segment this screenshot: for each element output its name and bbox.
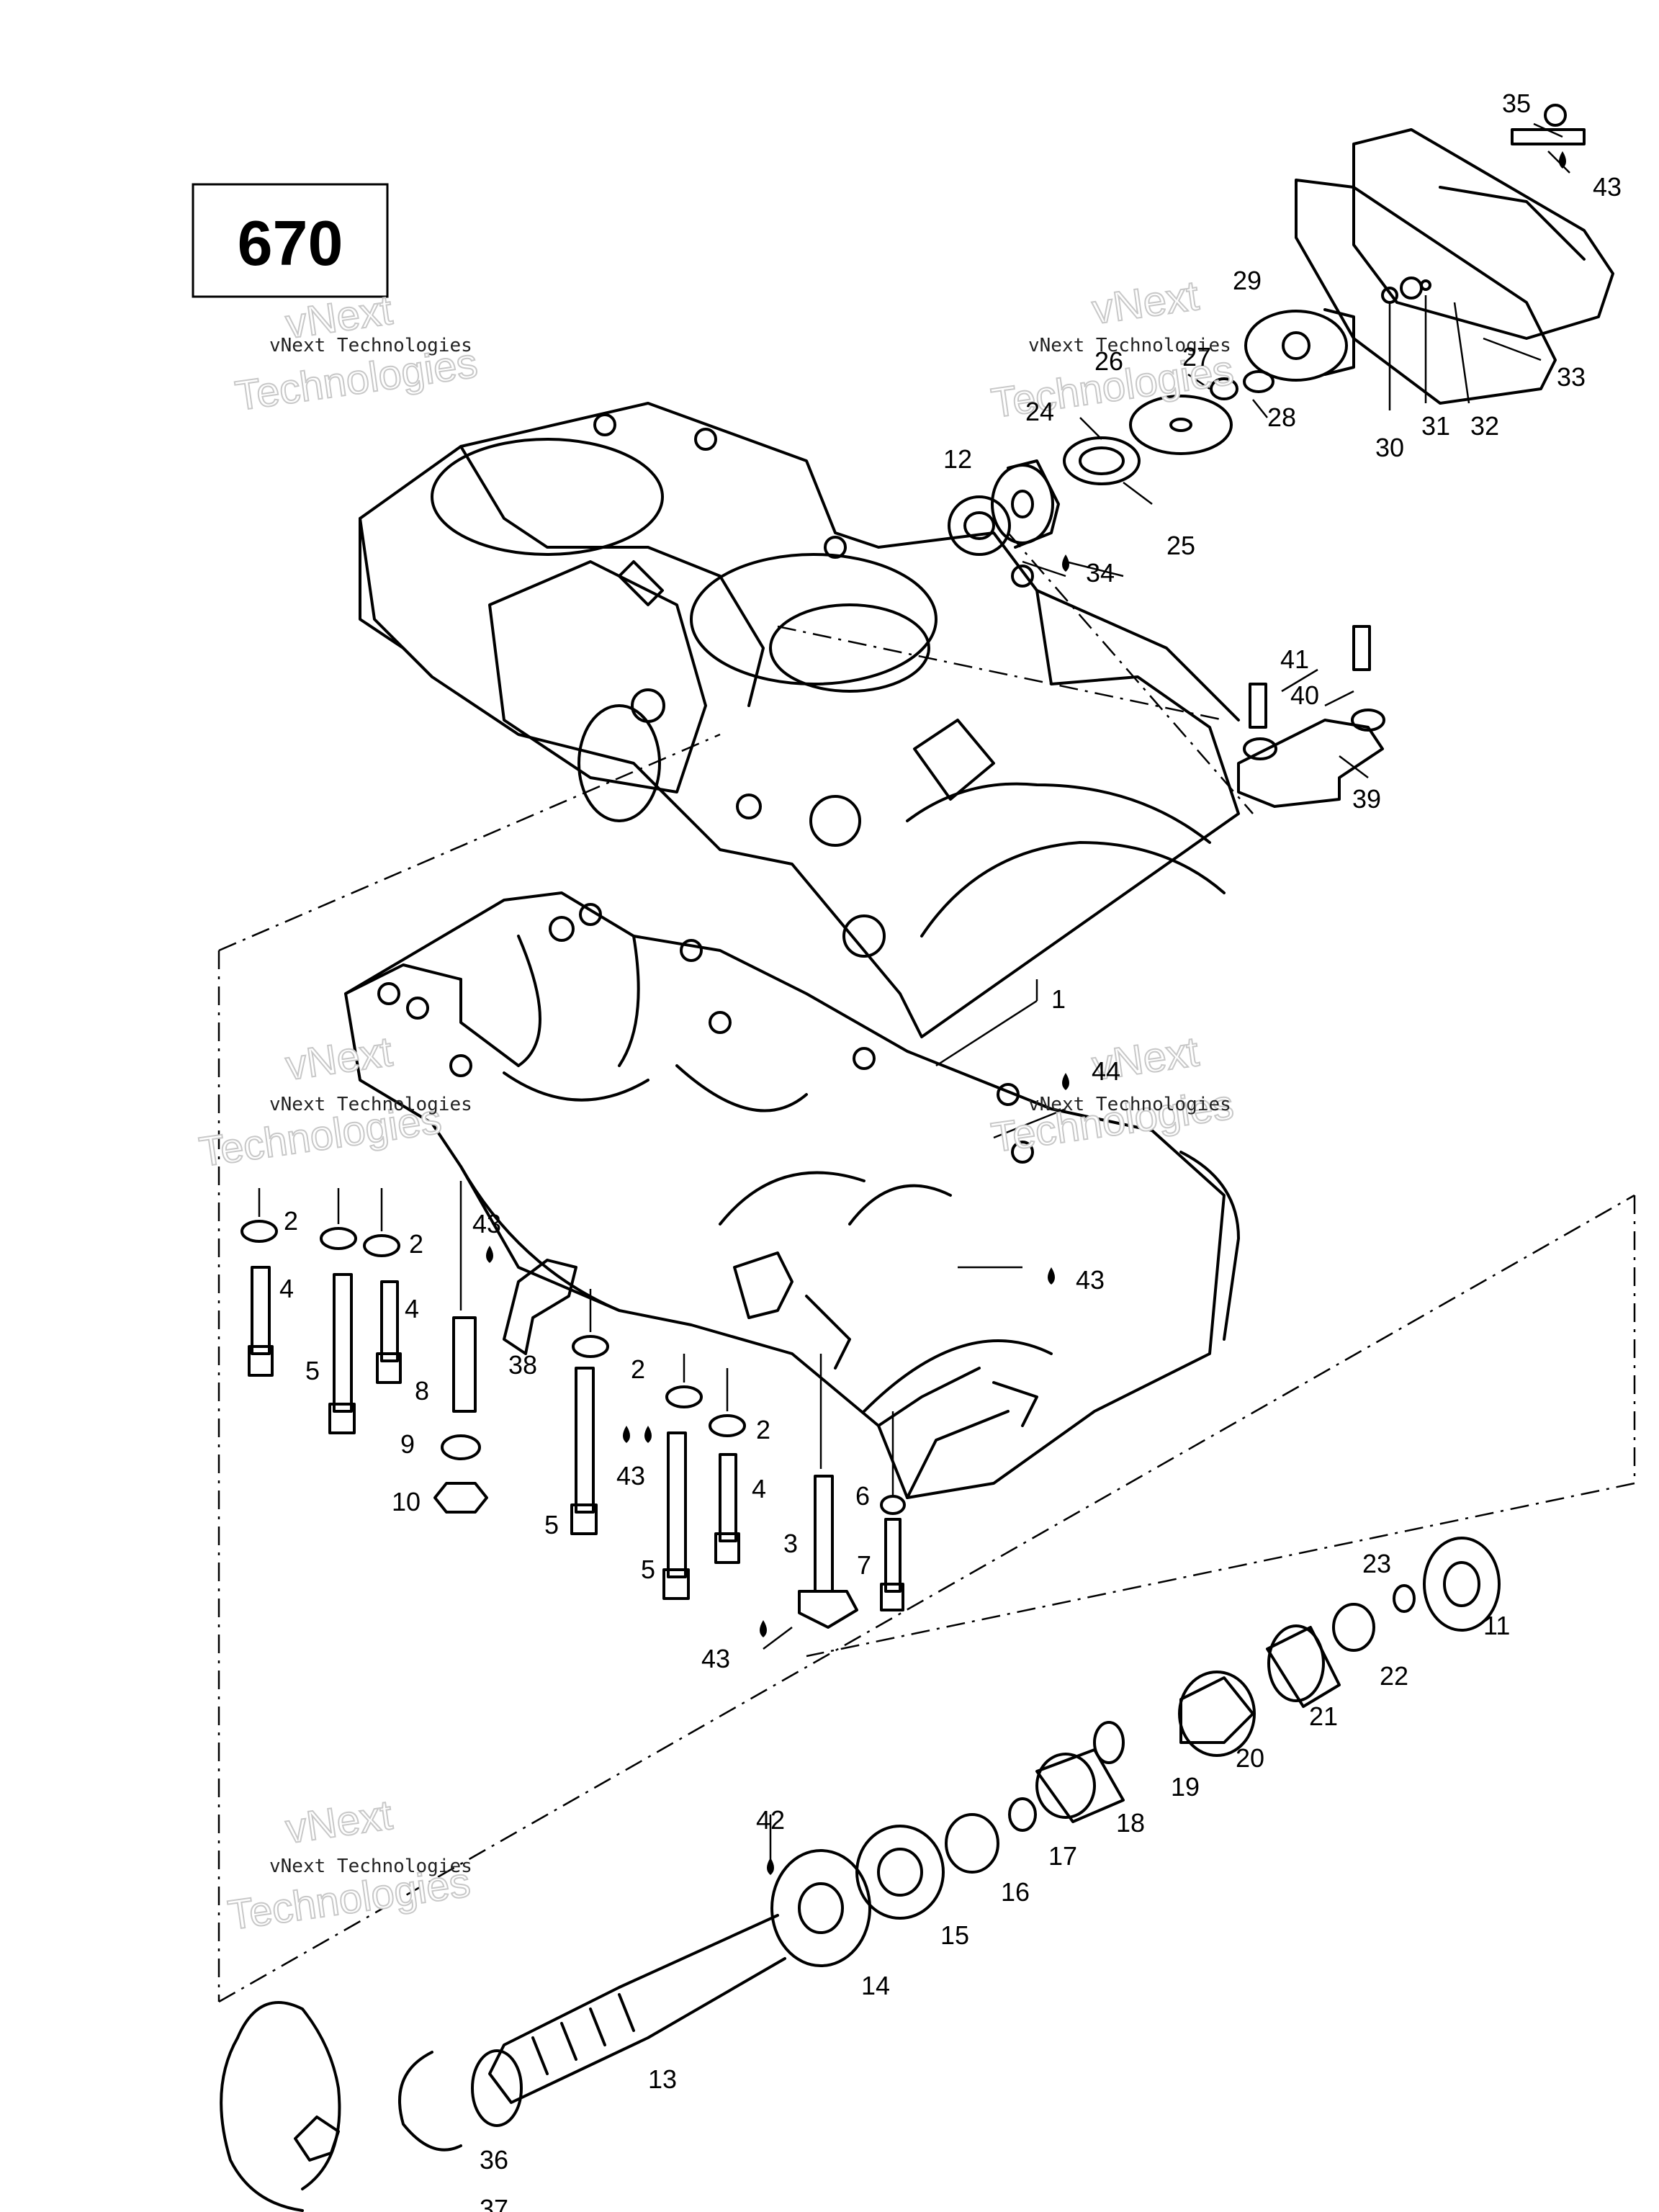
- callout-4: 4: [405, 1294, 419, 1323]
- watermark: vNext Technologies vNext Technologies: [988, 1028, 1237, 1162]
- callout-40: 40: [1290, 680, 1319, 710]
- callout-17: 17: [1048, 1841, 1077, 1871]
- callout-2: 2: [756, 1415, 770, 1444]
- svg-text:vNext Technologies: vNext Technologies: [269, 335, 472, 356]
- callout-7: 7: [857, 1550, 871, 1580]
- svg-text:vNext Technologies: vNext Technologies: [269, 1094, 472, 1115]
- callout-42: 42: [756, 1805, 785, 1835]
- section-number-box: 670: [192, 183, 389, 298]
- pump-cover-assembly: [1244, 128, 1614, 405]
- callout-24: 24: [1025, 397, 1054, 426]
- upper-crankcase: [359, 402, 1240, 1038]
- watermarks: vNext Technologies vNext Technologies vN…: [196, 271, 1237, 1940]
- svg-text:vNext: vNext: [1089, 272, 1202, 333]
- callout-1: 1: [1051, 984, 1066, 1014]
- callout-2: 2: [409, 1229, 423, 1259]
- callout-28: 28: [1267, 403, 1296, 432]
- callout-37: 37: [480, 2194, 508, 2212]
- watermark: vNext Technologies vNext Technologies: [196, 1028, 472, 1177]
- callout-4: 4: [279, 1274, 294, 1303]
- svg-text:vNext Technologies: vNext Technologies: [1028, 335, 1231, 356]
- callout-21: 21: [1309, 1701, 1338, 1731]
- callout-32: 32: [1470, 411, 1499, 441]
- callout-14: 14: [861, 1971, 890, 2000]
- callout-4: 4: [752, 1474, 766, 1503]
- section-number: 670: [238, 207, 343, 279]
- callout-23: 23: [1362, 1549, 1391, 1578]
- callout-15: 15: [940, 1920, 969, 1950]
- callout-19: 19: [1171, 1772, 1200, 1802]
- callout-43: 43: [701, 1644, 730, 1673]
- callout-5: 5: [305, 1356, 320, 1385]
- callout-36: 36: [480, 2145, 508, 2175]
- callout-31: 31: [1421, 411, 1450, 441]
- lower-crankcase: [344, 891, 1240, 1499]
- callout-11: 11: [1483, 1611, 1510, 1640]
- callout-16: 16: [1001, 1877, 1030, 1907]
- callout-44: 44: [1092, 1056, 1120, 1086]
- callout-43: 43: [472, 1209, 501, 1238]
- callout-12: 12: [943, 444, 972, 474]
- callout-41: 41: [1280, 644, 1309, 674]
- callout-39: 39: [1352, 784, 1381, 814]
- callout-2: 2: [631, 1354, 645, 1384]
- callout-35: 35: [1502, 89, 1531, 118]
- svg-text:vNext: vNext: [283, 1791, 395, 1853]
- drive-shaft-components: [220, 1537, 1501, 2212]
- fasteners: [240, 104, 1586, 1629]
- svg-text:vNext: vNext: [283, 1028, 395, 1089]
- svg-text:vNext Technologies: vNext Technologies: [1028, 1094, 1231, 1115]
- callout-5: 5: [641, 1555, 655, 1584]
- svg-text:vNext Technologies: vNext Technologies: [269, 1856, 472, 1877]
- callout-26: 26: [1094, 346, 1123, 376]
- callout-18: 18: [1116, 1808, 1145, 1838]
- bracket-assembly: [1237, 625, 1385, 808]
- callout-8: 8: [415, 1376, 429, 1406]
- callout-20: 20: [1236, 1743, 1264, 1773]
- callout-43: 43: [1593, 172, 1622, 202]
- upper-shaft-components: [948, 370, 1274, 556]
- watermark: vNext Technologies vNext Technologies: [232, 286, 481, 421]
- callout-10: 10: [392, 1487, 421, 1516]
- callout-43: 43: [1076, 1265, 1105, 1295]
- callout-13: 13: [648, 2064, 677, 2094]
- callout-2: 2: [284, 1206, 298, 1236]
- leader-lines: [258, 122, 1570, 1872]
- callout-33: 33: [1557, 362, 1586, 392]
- callout-6: 6: [855, 1481, 870, 1511]
- callout-25: 25: [1166, 531, 1195, 560]
- phantom-lines: [217, 532, 1636, 2003]
- callout-5: 5: [544, 1510, 559, 1539]
- callout-34: 34: [1086, 558, 1115, 588]
- watermark: vNext Technologies vNext Technologies: [225, 1791, 474, 1940]
- callout-22: 22: [1380, 1661, 1408, 1691]
- callout-3: 3: [783, 1529, 798, 1558]
- lubricant-markers: [486, 151, 1566, 1875]
- callouts: 35 43 29 27 26 24 28 33 30 31 32 12 25 3…: [279, 89, 1622, 2212]
- callout-43: 43: [616, 1461, 645, 1491]
- callout-30: 30: [1375, 433, 1404, 462]
- callout-38: 38: [508, 1350, 537, 1380]
- callout-9: 9: [400, 1429, 415, 1459]
- callout-27: 27: [1182, 342, 1211, 372]
- callout-29: 29: [1233, 266, 1262, 295]
